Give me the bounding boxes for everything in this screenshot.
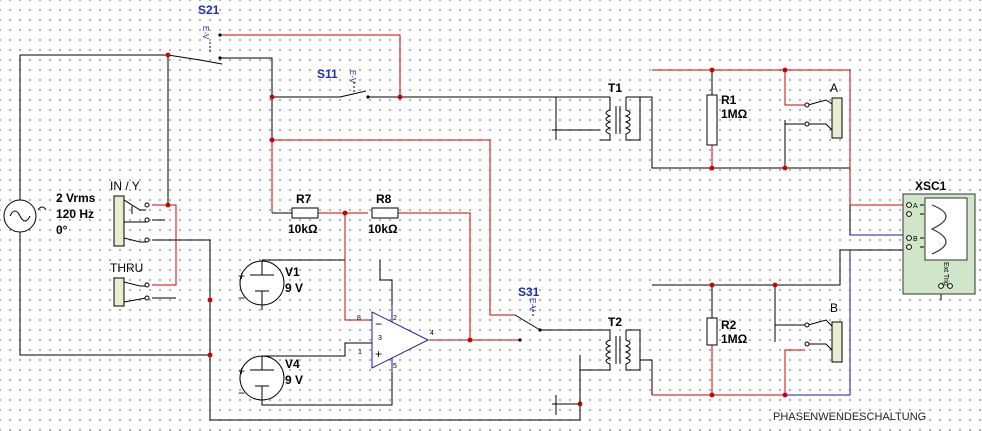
oscilloscope-ext-trig: Ext Trig [942,262,949,286]
opamp[interactable]: − + [371,305,430,372]
svg-text:+: + [238,269,245,283]
opamp-pin-5: 5 [393,363,397,370]
opamp-pin-2: 2 [393,315,397,322]
svg-text:+: + [375,347,382,361]
switch-s11-key: E-V [348,70,357,84]
resistor-r1-value: 1MΩ [721,107,748,121]
thru-connector[interactable] [113,277,150,307]
resistor-r1[interactable] [706,94,718,146]
connector-b-label: B [830,301,838,315]
transformer-t2-label: T2 [608,315,622,329]
resistor-r7-value: 10kΩ [288,222,318,236]
wires-black [19,54,942,421]
in-y-connector[interactable] [113,195,150,247]
switch-s11[interactable] [339,82,370,99]
switch-s11-label: S11 [317,67,338,81]
resistor-r2[interactable] [706,317,718,346]
switch-s31-label: S31 [518,285,540,299]
switch-s21-label: S21 [198,3,220,17]
switch-s21-key: E-V [201,26,210,40]
ac-source[interactable] [3,199,47,233]
connector-b[interactable] [775,319,843,363]
battery-v1[interactable]: + − [238,260,285,306]
opamp-pin-3: 3 [378,335,382,342]
circuit-title: PHASENWENDESCHALTUNG [773,411,926,423]
resistor-r7-name: R7 [296,192,312,206]
thru-label: THRU [110,261,143,275]
svg-text:−: − [238,291,245,305]
oscilloscope-xsc1-label: XSC1 [915,179,947,193]
switch-s31[interactable] [514,306,542,342]
transformer-t2[interactable] [579,329,641,404]
source-amplitude: 2 Vrms [56,191,96,205]
battery-v1-name: V1 [285,265,300,279]
wires-red [152,34,905,396]
transformer-t1[interactable] [600,96,641,141]
resistor-r8[interactable] [371,207,399,219]
resistor-r2-name: R2 [721,318,737,332]
opamp-pin-8: 8 [357,315,361,322]
battery-v4-name: V4 [285,357,300,371]
switch-s31-key: E-V [528,298,537,312]
opamp-pin-4: 4 [430,330,434,337]
svg-text:−: − [375,317,382,331]
opamp-pin-1: 1 [358,349,362,356]
oscilloscope-xsc1[interactable] [902,193,976,295]
junctions [165,52,788,407]
transformer-t1-label: T1 [608,81,622,95]
svg-text:+: + [238,364,245,378]
resistor-r1-name: R1 [721,93,737,107]
resistor-r8-value: 10kΩ [368,222,398,236]
oscilloscope-pin-b: B [913,236,918,243]
connector-a-label: A [830,81,838,95]
resistor-r2-value: 1MΩ [721,332,748,346]
resistor-r8-name: R8 [376,192,392,206]
connector-a[interactable] [785,97,843,139]
wires-blue [785,234,905,396]
oscilloscope-pin-a: A [913,203,918,210]
in-y-label: IN / Y [110,179,140,193]
source-frequency: 120 Hz [56,207,94,221]
switch-s21[interactable] [199,33,223,65]
battery-v4-value: 9 V [285,373,303,387]
resistor-r7[interactable] [291,207,319,219]
source-phase: 0° [56,223,68,237]
battery-v1-value: 9 V [285,281,303,295]
svg-text:−: − [238,386,245,400]
battery-v4[interactable]: + − [238,355,285,401]
